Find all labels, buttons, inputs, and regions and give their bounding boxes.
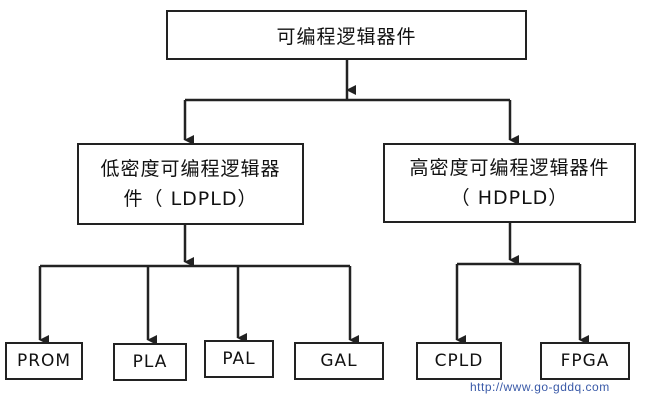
fpga-label: FPGA [560, 351, 610, 371]
gal-node: GAL [294, 342, 384, 380]
cpld-node: CPLD [416, 342, 502, 380]
low-density-line1: 低密度可编程逻辑器 [100, 158, 281, 180]
low-density-node: 低密度可编程逻辑器 件（ LDPLD） [77, 143, 304, 225]
watermark-url: http://www.go-gddq.com [470, 380, 610, 394]
root-label: 可编程逻辑器件 [276, 25, 417, 48]
pla-node: PLA [113, 343, 187, 381]
fpga-node: FPGA [540, 342, 630, 380]
pal-node: PAL [204, 340, 274, 378]
pal-label: PAL [222, 349, 256, 369]
low-density-line2: 件（ LDPLD） [123, 188, 258, 210]
high-density-line1: 高密度可编程逻辑器件 [409, 157, 610, 179]
cpld-label: CPLD [434, 351, 484, 371]
high-density-node: 高密度可编程逻辑器件 （ HDPLD） [383, 143, 636, 223]
prom-node: PROM [5, 342, 83, 380]
gal-label: GAL [320, 351, 358, 371]
prom-label: PROM [16, 351, 72, 371]
high-density-line2: （ HDPLD） [450, 187, 569, 209]
pla-label: PLA [132, 352, 168, 372]
root-node: 可编程逻辑器件 [166, 10, 527, 60]
